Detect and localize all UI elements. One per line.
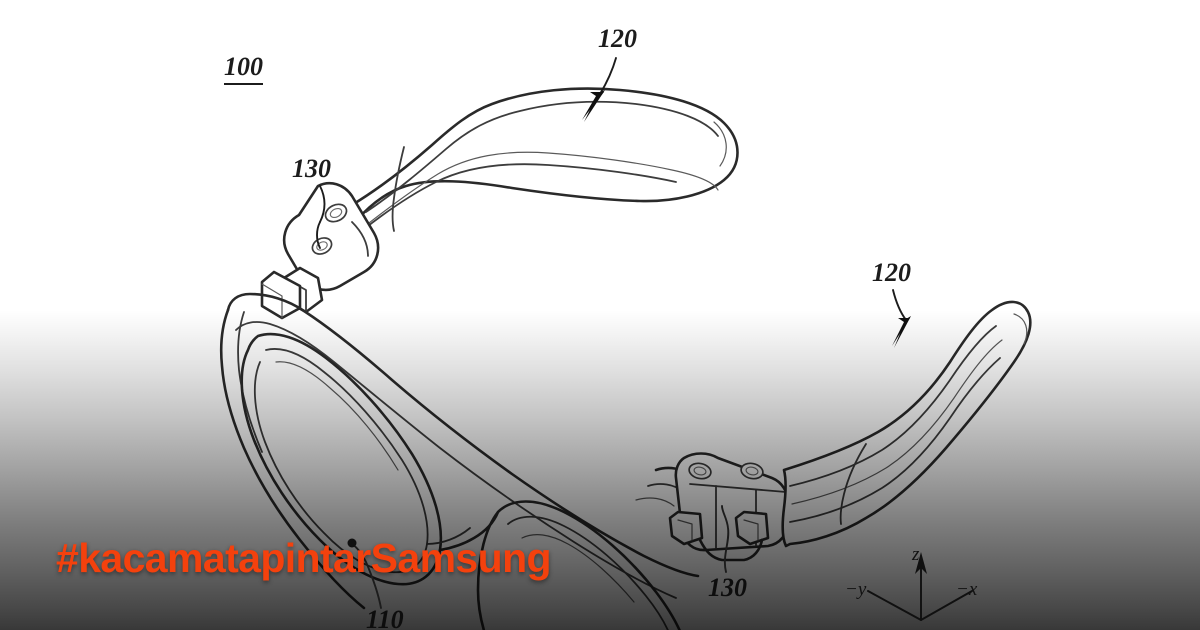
- callout-110: 110: [366, 605, 404, 630]
- axis-label-negative-y: −y: [845, 579, 867, 600]
- axis-label-negative-x: −x: [956, 579, 978, 600]
- callout-120-right: 120: [872, 258, 911, 287]
- callout-130-top: 130: [292, 154, 331, 183]
- right-temple-arm: [781, 300, 1032, 548]
- upper-temple-arm: [316, 87, 739, 248]
- callout-120-top: 120: [598, 24, 637, 53]
- callout-100: 100: [224, 54, 263, 85]
- axis-label-z: z: [912, 544, 920, 565]
- hashtag-watermark: #kacamatapintarSamsung: [56, 535, 552, 581]
- callout-130-bottom: 130: [708, 573, 747, 602]
- lower-hinge: [668, 452, 790, 562]
